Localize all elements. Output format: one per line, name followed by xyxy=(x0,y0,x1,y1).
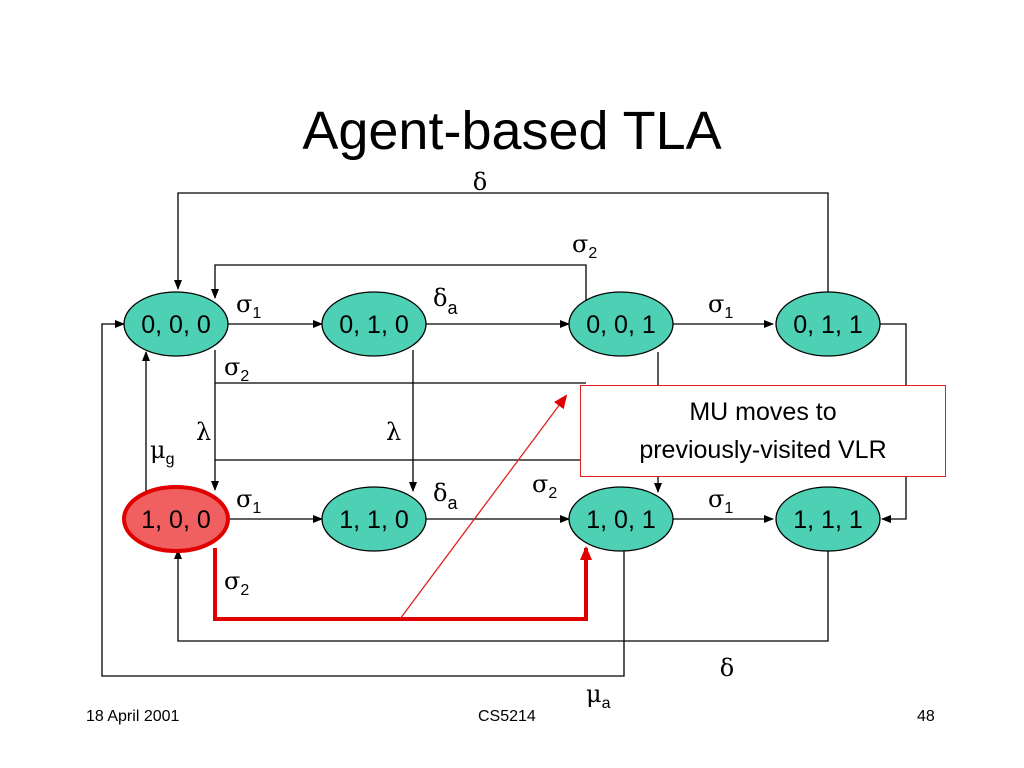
edge-mu-a xyxy=(101,320,625,677)
footer-date: 18 April 2001 xyxy=(86,708,180,725)
state-100-highlighted: 1, 0, 0 xyxy=(122,485,230,553)
callout-line-2: previously-visited VLR xyxy=(639,436,887,464)
edge-delta-top xyxy=(174,192,829,296)
label-sigma1-a: σ1 xyxy=(236,290,261,322)
label-sigma2-red: σ2 xyxy=(224,567,249,599)
state-000: 0, 0, 0 xyxy=(123,291,229,357)
highlight-path-sigma2 xyxy=(213,546,592,621)
footer-course: CS5214 xyxy=(478,708,536,725)
label-deltaa-b: δa xyxy=(433,479,458,513)
edge-delta-bottom xyxy=(174,546,829,642)
slide-title: Agent-based TLA xyxy=(302,101,722,161)
label-sigma1-c: σ1 xyxy=(236,485,261,517)
label-lambda-left: λ xyxy=(196,418,211,446)
label-deltaa-a: δa xyxy=(433,284,458,318)
label-delta-bottom: δ xyxy=(720,654,734,682)
label-sigma2-top: σ2 xyxy=(572,230,597,262)
label-mu-g: μg xyxy=(150,436,175,468)
svg-text:1, 1, 1: 1, 1, 1 xyxy=(793,506,863,534)
svg-text:0, 1, 1: 0, 1, 1 xyxy=(793,311,863,339)
svg-text:1, 0, 1: 1, 0, 1 xyxy=(586,506,656,534)
svg-text:1, 1, 0: 1, 1, 0 xyxy=(339,506,409,534)
state-010: 0, 1, 0 xyxy=(321,291,427,357)
label-sigma1-d: σ1 xyxy=(708,485,733,517)
footer-page-number: 48 xyxy=(917,708,935,725)
state-110: 1, 1, 0 xyxy=(321,486,427,552)
callout-line-1: MU moves to xyxy=(689,398,837,426)
svg-text:1, 0, 0: 1, 0, 0 xyxy=(141,506,211,534)
svg-text:0, 0, 1: 0, 0, 1 xyxy=(586,311,656,339)
state-011: 0, 1, 1 xyxy=(775,291,881,357)
svg-text:0, 1, 0: 0, 1, 0 xyxy=(339,311,409,339)
svg-text:0, 0, 0: 0, 0, 0 xyxy=(141,311,211,339)
label-lambda-right: λ xyxy=(386,418,401,446)
label-sigma2-mid: σ2 xyxy=(224,353,249,385)
label-sigma2-low: σ2 xyxy=(532,470,557,502)
edge-sigma2-top xyxy=(211,264,587,300)
state-001: 0, 0, 1 xyxy=(568,291,674,357)
callout-pointer xyxy=(399,394,568,620)
state-101: 1, 0, 1 xyxy=(568,486,674,552)
label-mu-a: μa xyxy=(586,680,611,712)
label-sigma1-b: σ1 xyxy=(708,290,733,322)
state-111: 1, 1, 1 xyxy=(775,486,881,552)
transition-label-group: δ δ σ2 σ1 δa σ1 σ2 λ λ μg σ2 σ1 δa σ1 σ2… xyxy=(150,168,734,712)
callout-box: MU moves to previously-visited VLR xyxy=(580,385,946,477)
label-delta-top: δ xyxy=(473,168,487,196)
